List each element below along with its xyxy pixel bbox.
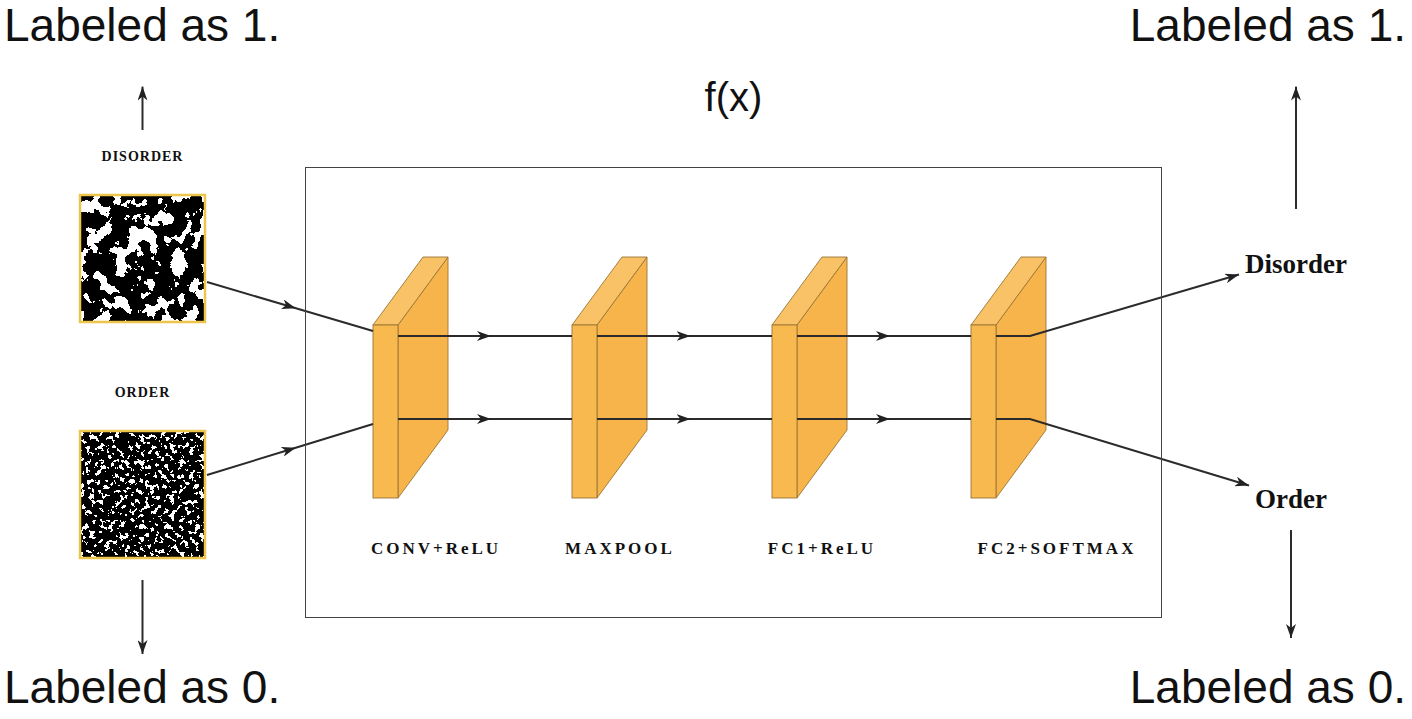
flow-arrow: [996, 419, 1249, 486]
layer-name: FC1+ReLU: [712, 539, 932, 559]
flow-arrow: [398, 335, 572, 337]
image-frame: [80, 431, 205, 558]
flow-arrow: [797, 418, 971, 420]
class-label: Labeled as 0.: [1130, 662, 1406, 713]
layer-area: [712, 257, 932, 498]
lattice-image: [80, 431, 205, 558]
image-area: [80, 431, 205, 558]
output-text: Disorder: [1245, 249, 1347, 280]
layer-name: CONV+ReLU: [326, 539, 546, 559]
label-text: Labeled as 1.: [1130, 0, 1406, 51]
flow-arrow: [597, 335, 772, 337]
layer-area: [947, 257, 1167, 498]
input-image: ORDER: [80, 384, 205, 558]
layer-block: [772, 257, 847, 498]
class-label: Labeled as 0.: [4, 662, 280, 713]
layer-block: [572, 257, 647, 498]
layer-name: MAXPOOL: [510, 539, 730, 559]
output-label: Disorder: [1245, 249, 1347, 280]
layer-area: [326, 257, 546, 498]
layer-front: [572, 325, 597, 498]
flow-arrow: [398, 418, 572, 420]
spin-texture: [80, 431, 205, 558]
class-label: Labeled as 1.: [1130, 0, 1406, 51]
spin-texture: [80, 195, 205, 322]
flow-arrow: [996, 275, 1239, 336]
flow-arrow: [797, 335, 971, 337]
image-heading: DISORDER: [80, 148, 205, 165]
lattice-image: [80, 195, 205, 322]
flow-arrow: [142, 87, 144, 130]
function-title: f(x): [306, 73, 1161, 121]
label-text: Labeled as 0.: [4, 662, 280, 713]
output-label: Order: [1255, 484, 1327, 515]
network-layer: FC2+SOFTMAX: [947, 257, 1167, 559]
input-image: DISORDER: [80, 148, 205, 322]
label-text: Labeled as 1.: [4, 0, 280, 51]
network-box: f(x)CONV+ReLUMAXPOOLFC1+ReLUFC2+SOFTMAX: [305, 167, 1162, 618]
flow-arrow: [207, 282, 373, 331]
image-frame: [80, 195, 205, 322]
flow-arrow: [207, 424, 373, 475]
layer-front: [971, 325, 996, 498]
class-label: Labeled as 1.: [4, 0, 280, 51]
flow-arrow: [597, 418, 772, 420]
image-heading: ORDER: [80, 384, 205, 401]
layer-block: [971, 257, 1046, 498]
flow-arrow: [1290, 530, 1292, 638]
label-text: Labeled as 0.: [1130, 662, 1406, 713]
layer-name: FC2+SOFTMAX: [947, 539, 1167, 559]
flow-arrow: [142, 580, 144, 654]
layer-top: [772, 257, 847, 325]
output-text: Order: [1255, 484, 1327, 515]
layer-top: [971, 257, 1046, 325]
layer-top: [373, 257, 448, 325]
layer-area: [510, 257, 730, 498]
layer-top: [572, 257, 647, 325]
image-area: [80, 195, 205, 322]
layer-front: [772, 325, 797, 498]
network-layer: MAXPOOL: [510, 257, 730, 559]
flow-arrow: [1295, 87, 1297, 209]
network-layer: CONV+ReLU: [326, 257, 546, 559]
network-layer: FC1+ReLU: [712, 257, 932, 559]
layer-block: [373, 257, 448, 498]
layer-front: [373, 325, 398, 498]
